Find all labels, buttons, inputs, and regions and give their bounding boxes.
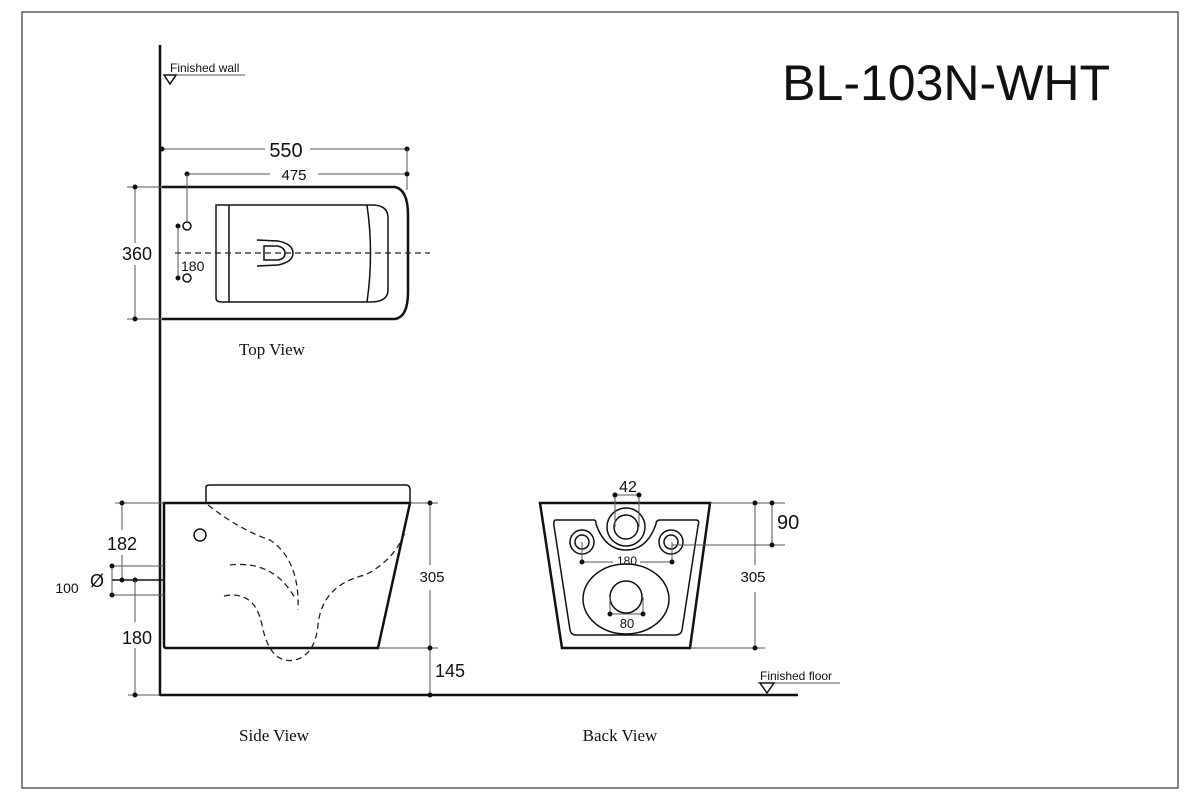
side-body-outline (162, 501, 412, 650)
dim-height: 305 (419, 569, 444, 586)
dim-inlet-offset: 90 (777, 512, 799, 534)
dim-outlet-width: 80 (620, 616, 634, 631)
bolt-hole-icon (182, 273, 192, 283)
inlet-hole-icon (613, 514, 639, 540)
diameter-symbol: Ø (90, 571, 104, 591)
side-view-caption: Side View (239, 726, 310, 745)
outlet-ring-icon (582, 563, 670, 635)
dim-floor-clearance: 145 (435, 661, 465, 681)
model-title: BL-103N-WHT (782, 55, 1110, 111)
outlet-hole-icon (609, 580, 643, 614)
dim-fixing-length: 475 (281, 167, 306, 184)
seat-lid (205, 484, 411, 503)
back-view-caption: Back View (583, 726, 658, 745)
dim-inlet-width: 42 (619, 479, 637, 496)
dim-width: 360 (122, 244, 152, 264)
dim-back-height: 305 (740, 569, 765, 586)
side-view: 305 145 182 Ø 100 180 (55, 484, 465, 698)
bolt-hole-icon (182, 221, 192, 231)
drawing-frame (21, 11, 1179, 789)
finished-wall-label: Finished wall (170, 61, 239, 75)
inlet-hole-icon (193, 528, 207, 542)
dim-back-bolt-spacing: 180 (617, 554, 637, 568)
dim-outlet-height: 180 (122, 628, 152, 648)
dim-overall-length: 550 (269, 140, 302, 162)
dim-bolt-spacing: 180 (181, 258, 205, 274)
finished-floor-label: Finished floor (760, 669, 832, 683)
back-view: 42 180 80 305 90 (538, 479, 799, 651)
inlet-ring-icon (606, 507, 646, 547)
finished-floor-marker: Finished floor (758, 669, 840, 695)
top-view-caption: Top View (239, 340, 306, 359)
finished-wall-marker: Finished wall (162, 61, 245, 86)
seat-outline (215, 204, 389, 303)
bolt-ring-icon (658, 529, 684, 555)
dim-top-to-outlet: 182 (107, 534, 137, 554)
top-view: 550 475 360 180 (118, 140, 430, 322)
back-inner-outline (553, 519, 700, 636)
dim-outlet-diameter: 100 (55, 580, 79, 596)
